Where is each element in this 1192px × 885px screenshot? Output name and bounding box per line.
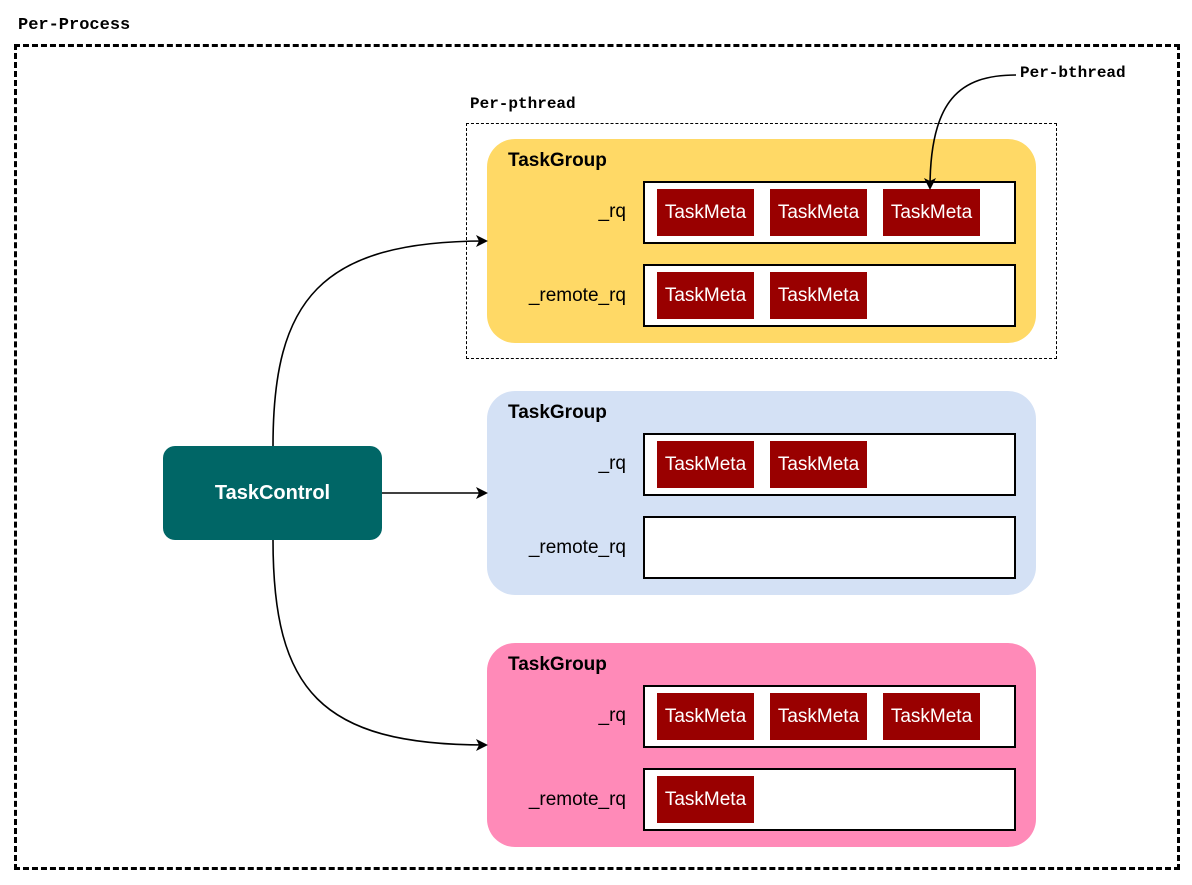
arrow-control-to-group-1 [272,235,488,447]
remote-rq-label: _remote_rq [528,789,626,810]
task-meta: TaskMeta [883,189,980,236]
rq-queue: TaskMeta TaskMeta [643,433,1016,496]
task-meta: TaskMeta [770,441,867,488]
task-meta: TaskMeta [657,189,754,236]
task-meta: TaskMeta [657,272,754,319]
per-bthread-label: Per-bthread [1020,64,1126,82]
per-pthread-label: Per-pthread [470,95,576,113]
remote-rq-label: _remote_rq [528,285,626,306]
task-meta: TaskMeta [770,272,867,319]
task-group-title: TaskGroup [508,402,607,423]
task-group-1: TaskGroup _rq TaskMeta TaskMeta TaskMeta… [487,139,1036,343]
rq-label: _rq [598,453,626,474]
task-meta: TaskMeta [883,693,980,740]
remote-rq-queue: TaskMeta [643,768,1016,831]
arrow-control-to-group-3 [272,539,488,751]
remote-rq-queue [643,516,1016,579]
task-meta: TaskMeta [770,693,867,740]
rq-label: _rq [598,705,626,726]
per-process-label: Per-Process [18,16,131,35]
task-control-node: TaskControl [163,446,382,540]
rq-label: _rq [598,201,626,222]
task-meta: TaskMeta [657,693,754,740]
rq-queue: TaskMeta TaskMeta TaskMeta [643,685,1016,748]
rq-queue: TaskMeta TaskMeta TaskMeta [643,181,1016,244]
task-group-title: TaskGroup [508,150,607,171]
task-meta: TaskMeta [657,776,754,823]
task-meta: TaskMeta [657,441,754,488]
remote-rq-queue: TaskMeta TaskMeta [643,264,1016,327]
per-process-boundary [14,44,1180,870]
remote-rq-label: _remote_rq [528,537,626,558]
task-group-title: TaskGroup [508,654,607,675]
task-group-2: TaskGroup _rq TaskMeta TaskMeta _remote_… [487,391,1036,595]
arrow-bthread-to-taskmeta [924,74,1017,190]
task-meta: TaskMeta [770,189,867,236]
task-group-3: TaskGroup _rq TaskMeta TaskMeta TaskMeta… [487,643,1036,847]
